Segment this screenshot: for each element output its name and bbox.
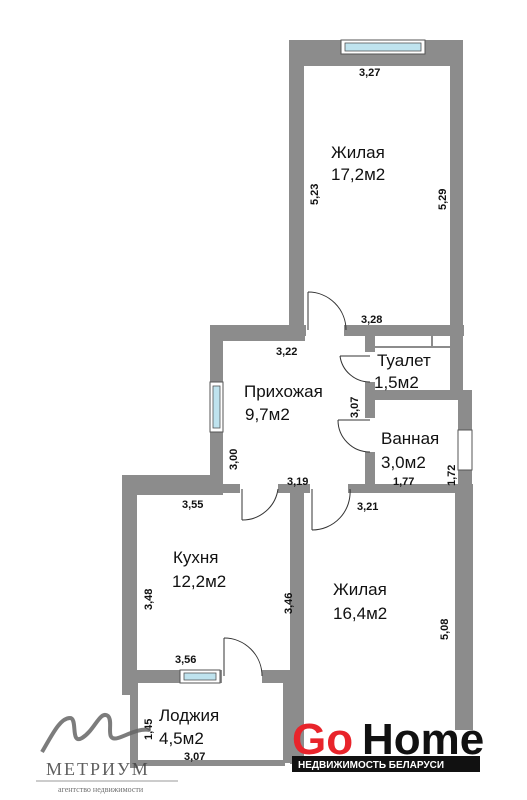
window-living1 — [340, 39, 426, 55]
room-labels: Жилая 17,2м2 Туалет 1,5м2 Прихожая 9,7м2… — [159, 143, 439, 748]
wall-loggia-bottom — [130, 760, 285, 766]
door-bath — [337, 419, 371, 453]
room-toilet-area: 1,5м2 — [374, 373, 419, 392]
dim-living1-right: 5,29 — [437, 189, 449, 210]
wall-living1-right — [450, 40, 463, 390]
dim-kitchen-top: 3,55 — [182, 499, 203, 511]
gohome-go-text: Go — [292, 715, 353, 764]
door-living1 — [307, 291, 347, 331]
room-loggia-area: 4,5м2 — [159, 729, 204, 748]
dim-bath-bottom: 1,77 — [393, 476, 414, 488]
room-hallway-name: Прихожая — [244, 382, 323, 401]
dim-hallway-right: 3,07 — [349, 397, 361, 418]
room-living1-name: Жилая — [331, 143, 385, 162]
room-kitchen-name: Кухня — [173, 548, 219, 567]
metrium-swoosh-icon — [40, 712, 151, 754]
inner-lines — [375, 336, 450, 348]
dim-loggia-bottom: 3,07 — [184, 751, 205, 763]
door-kitchen — [241, 488, 279, 521]
dim-living1-bottom: 3,28 — [361, 314, 382, 326]
gohome-tagline: НЕДВИЖИМОСТЬ БЕЛАРУСИ — [298, 760, 444, 771]
dim-hallway-bottom: 3,19 — [287, 476, 308, 488]
gohome-tag-bar — [292, 756, 480, 772]
dim-living1-top: 3,27 — [359, 67, 380, 79]
dim-living2-right: 5,08 — [439, 619, 451, 640]
room-bath-area: 3,0м2 — [381, 453, 426, 472]
room-living2-area: 16,4м2 — [333, 604, 387, 623]
gohome-home-text: Home — [362, 715, 484, 764]
metrium-name: МЕТРИУМ — [46, 759, 150, 779]
door-loggia — [223, 637, 263, 677]
wall-hallway-top — [210, 325, 305, 341]
window-kitchen — [179, 669, 221, 684]
wall-loggia-right — [283, 683, 291, 763]
room-hallway-area: 9,7м2 — [245, 405, 290, 424]
window-hallway — [209, 381, 224, 433]
wall-living1-bottom — [304, 325, 464, 336]
room-toilet-name: Туалет — [377, 351, 431, 370]
room-kitchen-area: 12,2м2 — [172, 572, 226, 591]
dim-living1-left: 5,23 — [309, 184, 321, 205]
door-openings — [222, 325, 375, 683]
window-bath — [457, 429, 473, 471]
dimension-labels: 3,27 5,23 5,29 3,28 3,22 3,07 3,00 3,19 … — [143, 67, 458, 763]
wall-living2-right — [455, 493, 473, 730]
room-bath-name: Ванная — [381, 429, 439, 448]
metrium-tagline: агентство недвижимости — [58, 785, 144, 794]
wall-hall-bath-partition — [365, 336, 375, 484]
dim-hallway-left: 3,00 — [228, 449, 240, 470]
room-living2-name: Жилая — [333, 580, 387, 599]
dim-hallway-top: 3,22 — [276, 346, 297, 358]
metrium-logo: МЕТРИУМ агентство недвижимости — [36, 712, 178, 794]
dim-living2-top: 3,21 — [357, 501, 378, 513]
dim-kitchen-bottom: 3,56 — [175, 654, 196, 666]
door-living2 — [311, 488, 351, 531]
room-living1-area: 17,2м2 — [331, 165, 385, 184]
wall-living1-left — [289, 40, 304, 330]
wall-kitchen-right — [290, 484, 304, 764]
dim-kitchen-right: 3,46 — [283, 593, 295, 614]
dim-kitchen-left: 3,48 — [143, 589, 155, 610]
room-loggia-name: Лоджия — [159, 706, 219, 725]
dim-bath-right: 1,72 — [446, 465, 458, 486]
wall-toilet-bath — [375, 390, 463, 400]
wall-kitchen-top — [122, 475, 223, 495]
walls — [122, 40, 473, 768]
windows — [179, 39, 473, 684]
wall-loggia-left — [130, 683, 138, 768]
door-toilet — [339, 355, 371, 383]
door-swings — [223, 291, 371, 677]
gohome-logo: Go Home НЕДВИЖИМОСТЬ БЕЛАРУСИ — [292, 715, 484, 772]
wall-kitchen-left — [122, 475, 137, 695]
